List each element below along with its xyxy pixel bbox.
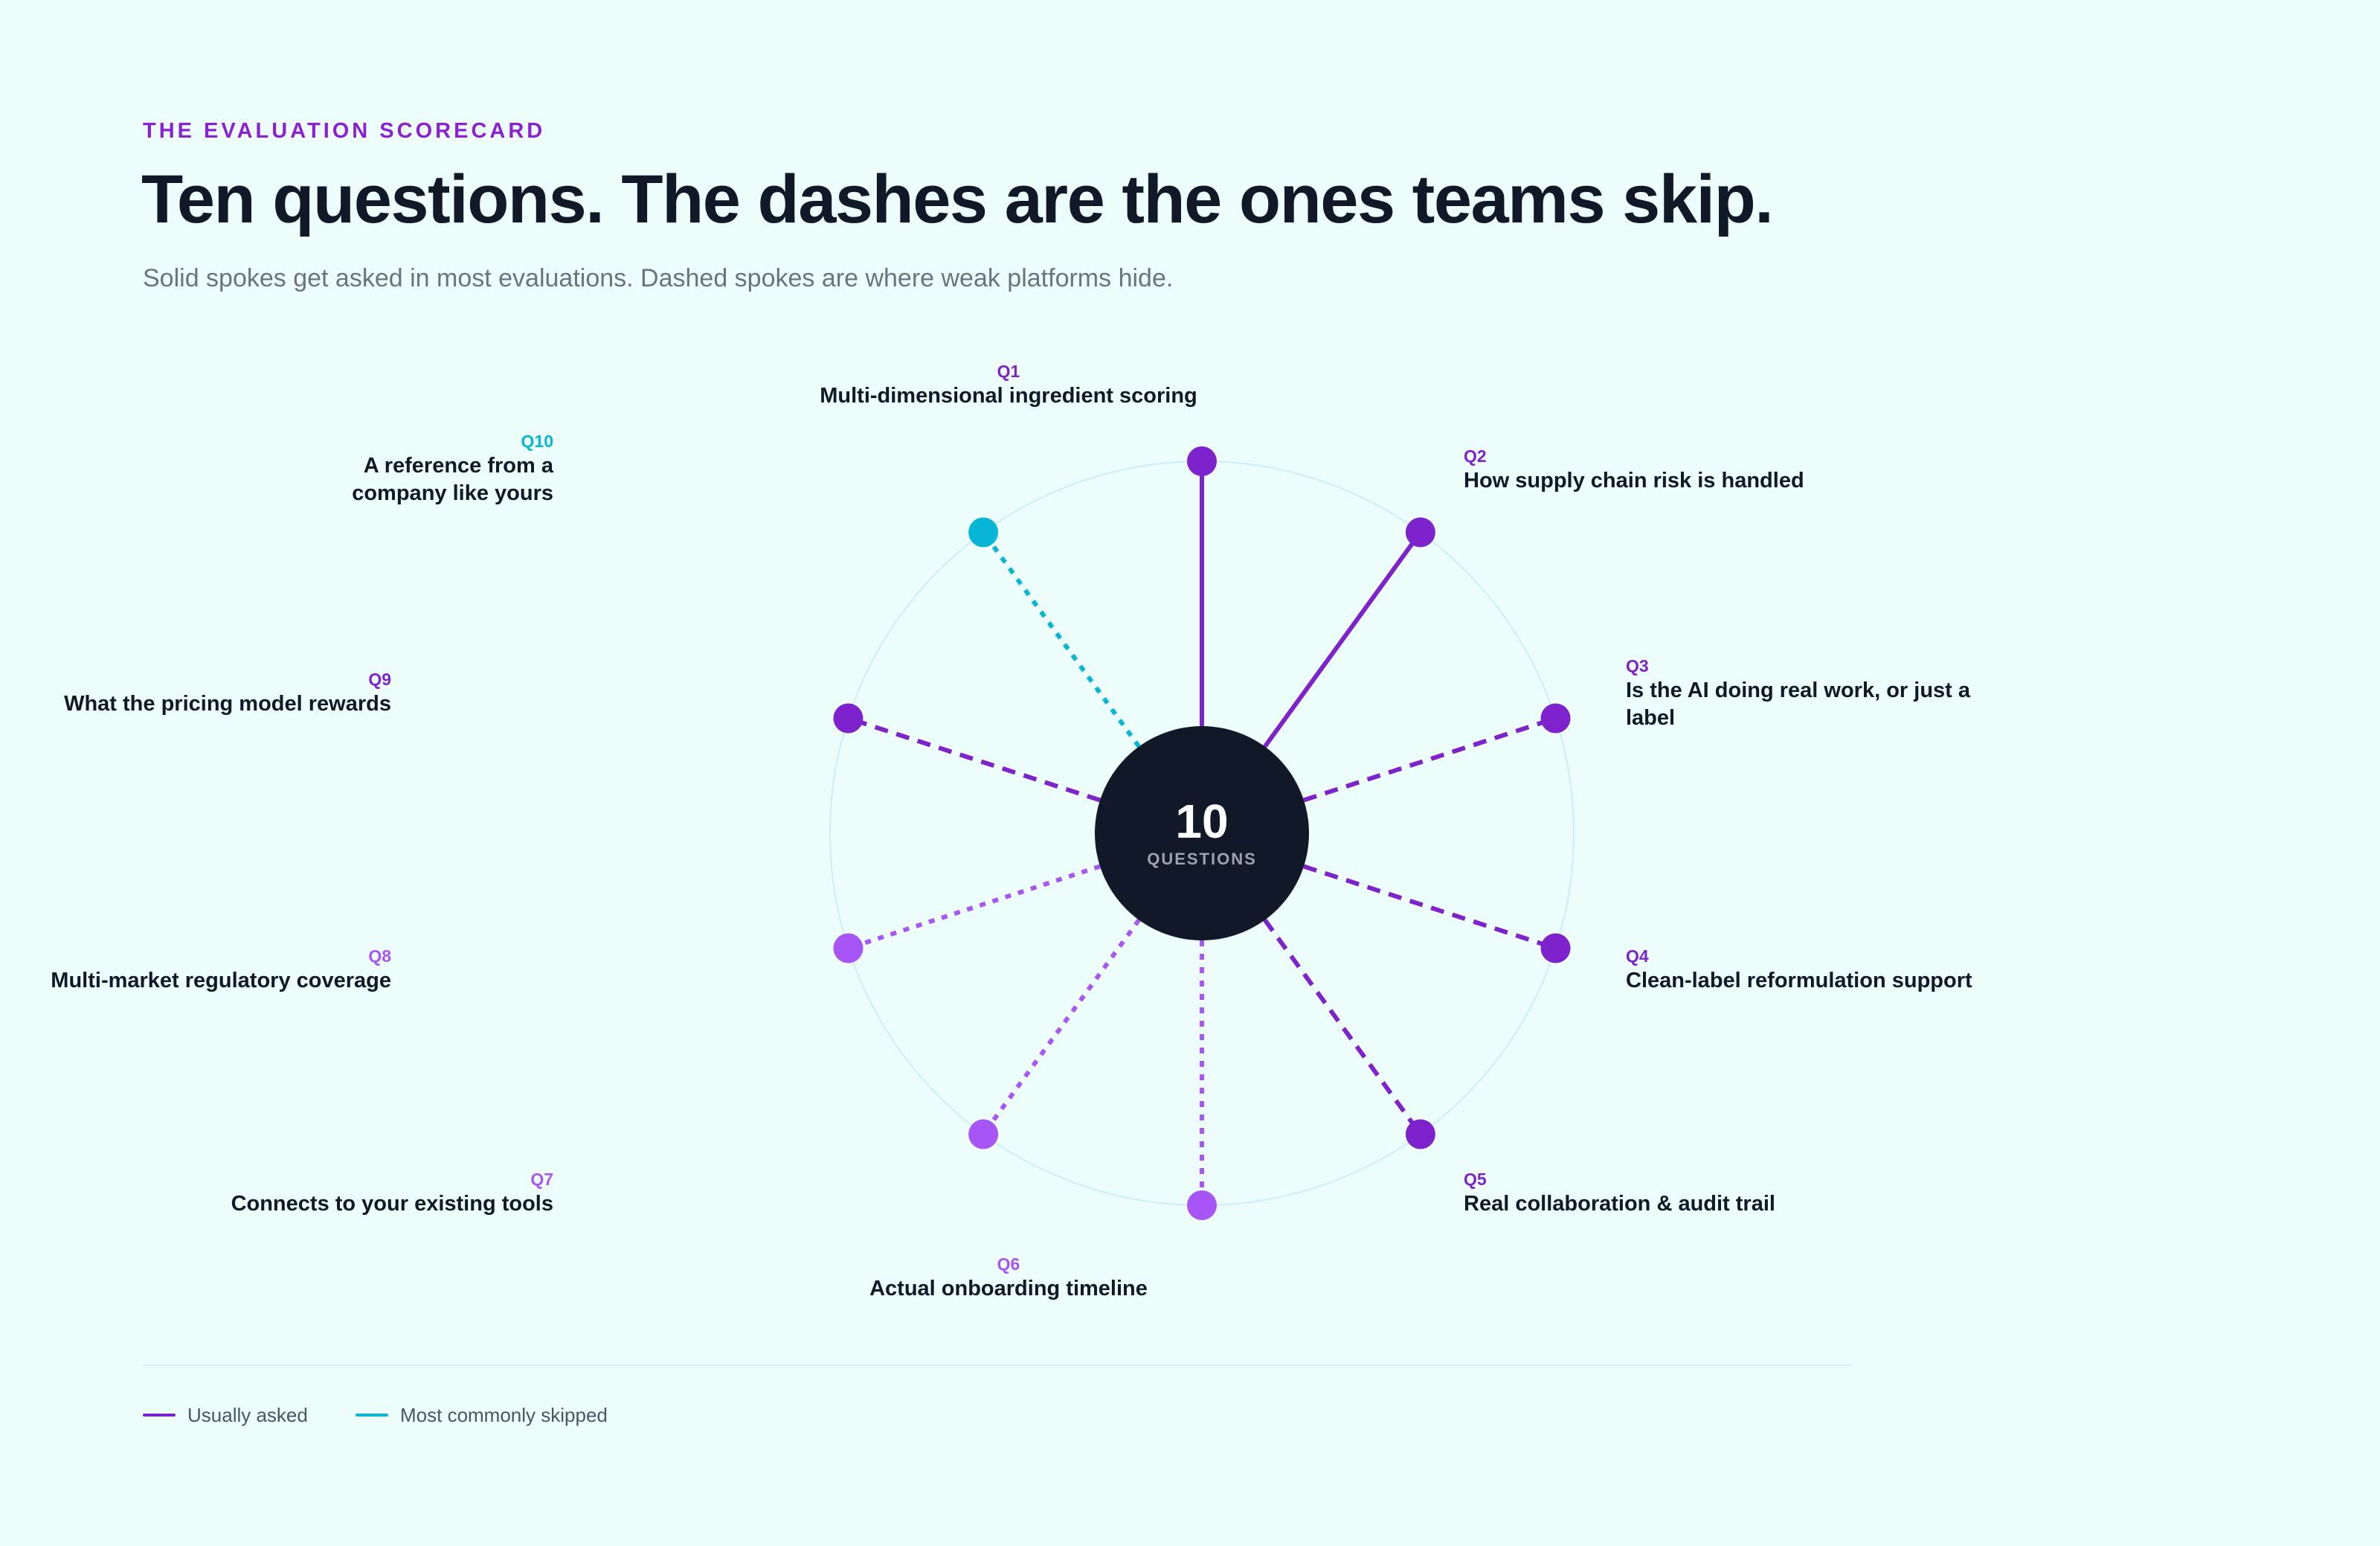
spoke-q5 xyxy=(1263,918,1423,1136)
question-text: Multi-dimensional ingredient scoring xyxy=(820,384,1197,408)
spoke-q4 xyxy=(1303,864,1557,951)
spoke-q9 xyxy=(847,716,1101,803)
question-label-q9: Q9 What the pricing model rewards xyxy=(4,668,391,718)
question-number: Q3 xyxy=(1626,656,1649,676)
question-label-q3: Q3 Is the AI doing real work, or just a … xyxy=(1626,655,1983,732)
question-number: Q6 xyxy=(997,1254,1020,1274)
legend-item-skipped: Most commonly skipped xyxy=(356,1402,608,1428)
spoke-q3 xyxy=(1303,716,1557,803)
question-number: Q5 xyxy=(1464,1170,1487,1189)
node-q4 xyxy=(1540,933,1571,963)
question-label-q4: Q4 Clean-label reformulation support xyxy=(1626,945,2013,995)
question-label-q10: Q10 A reference from a company like your… xyxy=(167,430,553,507)
question-number: Q4 xyxy=(1626,946,1649,966)
eyebrow: THE EVALUATION SCORECARD xyxy=(143,119,546,143)
question-label-q7: Q7 Connects to your existing tools xyxy=(167,1168,553,1218)
hub-count: 10 xyxy=(1175,795,1228,848)
node-q2 xyxy=(1405,517,1435,548)
question-text: Multi-market regulatory coverage xyxy=(51,969,391,992)
page-title: Ten questions. The dashes are the ones t… xyxy=(141,161,1774,237)
question-text: Clean-label reformulation support xyxy=(1626,969,1972,992)
node-q1 xyxy=(1187,446,1217,476)
node-q3 xyxy=(1540,703,1571,734)
question-label-q6: Q6 Actual onboarding timeline xyxy=(815,1253,1202,1303)
node-q6 xyxy=(1187,1190,1217,1220)
question-number: Q9 xyxy=(368,670,391,689)
question-text: Actual onboarding timeline xyxy=(869,1277,1148,1300)
question-text: Is the AI doing real work, or just a lab… xyxy=(1626,679,1971,730)
divider xyxy=(143,1364,1852,1366)
question-text: Connects to your existing tools xyxy=(231,1192,553,1216)
legend-item-asked: Usually asked xyxy=(143,1402,308,1428)
question-label-q1: Q1 Multi-dimensional ingredient scoring xyxy=(815,360,1202,410)
question-text: How supply chain risk is handled xyxy=(1464,469,1804,493)
spoke-q7 xyxy=(981,918,1141,1136)
node-q10 xyxy=(968,517,999,548)
hub-label: QUESTIONS xyxy=(1147,850,1257,868)
question-number: Q10 xyxy=(521,432,553,451)
spoke-q2 xyxy=(1263,530,1423,748)
node-q7 xyxy=(968,1119,999,1149)
question-number: Q1 xyxy=(997,362,1020,381)
legend-swatch-cyan xyxy=(356,1414,388,1417)
node-q5 xyxy=(1405,1119,1435,1149)
node-q8 xyxy=(833,933,863,963)
legend-label: Usually asked xyxy=(187,1403,308,1426)
legend-swatch-purple xyxy=(143,1414,176,1417)
spoke-q8 xyxy=(847,864,1101,951)
question-text: Real collaboration & audit trail xyxy=(1464,1192,1775,1216)
node-q9 xyxy=(833,703,863,734)
hub-circle xyxy=(1095,726,1309,940)
page-subtitle: Solid spokes get asked in most evaluatio… xyxy=(143,264,1174,292)
question-number: Q2 xyxy=(1464,446,1487,466)
question-label-q8: Q8 Multi-market regulatory coverage xyxy=(4,945,391,995)
question-number: Q7 xyxy=(530,1170,553,1189)
spoke-q10 xyxy=(981,530,1141,748)
legend-label: Most commonly skipped xyxy=(400,1403,608,1426)
question-label-q2: Q2 How supply chain risk is handled xyxy=(1464,445,1850,495)
question-text: A reference from a company like yours xyxy=(352,454,553,505)
question-number: Q8 xyxy=(368,946,391,966)
question-label-q5: Q5 Real collaboration & audit trail xyxy=(1464,1168,1850,1218)
question-text: What the pricing model rewards xyxy=(64,692,391,716)
